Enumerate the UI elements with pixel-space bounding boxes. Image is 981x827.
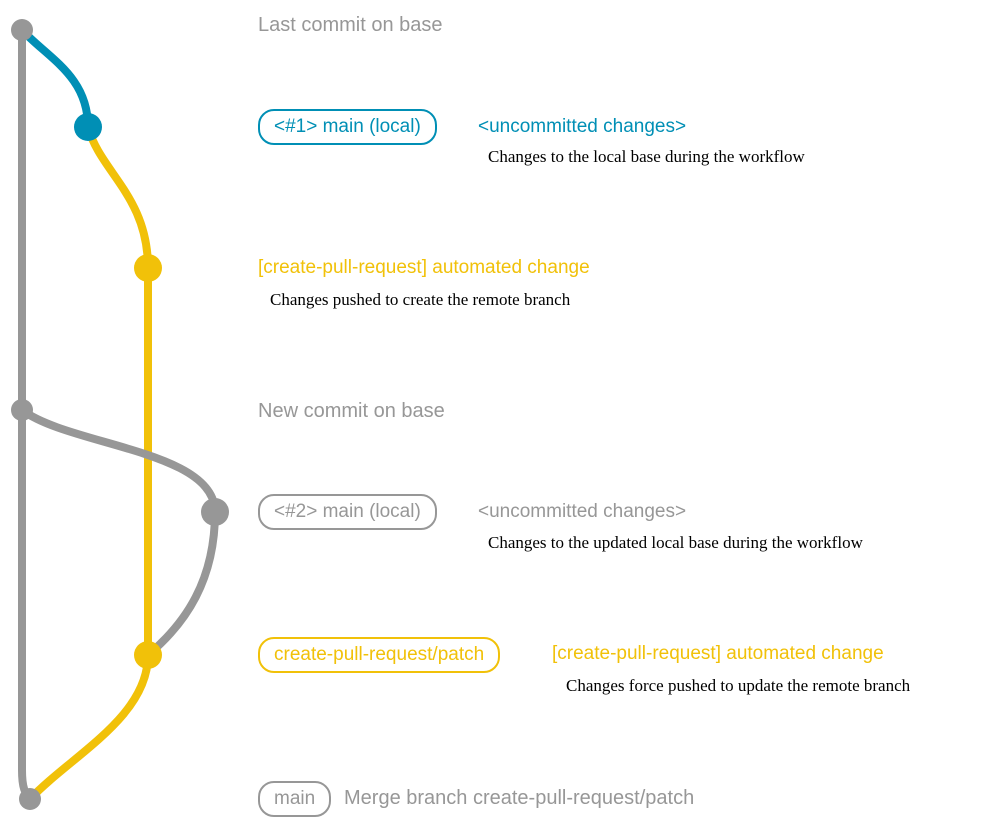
commit-message-automated-1: [create-pull-request] automated change (258, 257, 590, 278)
commit-message-new-base: New commit on base (258, 400, 445, 422)
commit-dot-last-base (11, 19, 33, 41)
commit-message-uncommitted-2: <uncommitted changes> (478, 501, 687, 522)
commit-dot-merge (19, 788, 41, 810)
commit-message-uncommitted-1: <uncommitted changes> (478, 116, 687, 137)
commit-message-automated-2: [create-pull-request] automated change (552, 643, 884, 664)
branch-badge-main: main (258, 781, 332, 817)
commit-dot-new-base (11, 399, 33, 421)
merge-branch-line (26, 651, 152, 803)
branch-badge-main-local-2: <#2> main (local) (258, 494, 437, 530)
main-local-1-branch-line (18, 26, 92, 131)
branch-badge-create-pull-request-patch: create-pull-request/patch (258, 637, 501, 673)
create-pull-request-branch-line (84, 123, 152, 659)
main-local-2-branch-line (18, 406, 220, 659)
commit-description-uncommitted-1: Changes to the local base during the wor… (488, 147, 805, 166)
commit-description-uncommitted-2: Changes to the updated local base during… (488, 533, 863, 552)
commit-dot-automated-2 (134, 641, 162, 669)
branch-badge-main-local-1: <#1> main (local) (258, 109, 437, 145)
commit-dot-uncommitted-1 (74, 113, 102, 141)
commit-dot-uncommitted-2 (201, 498, 229, 526)
commit-message-last-base: Last commit on base (258, 14, 443, 36)
commit-description-automated-2: Changes force pushed to update the remot… (566, 676, 911, 695)
commit-description-automated-1: Changes pushed to create the remote bran… (270, 290, 571, 309)
commit-dot-automated-1 (134, 254, 162, 282)
commit-message-merge: Merge branch create-pull-request/patch (344, 787, 695, 809)
